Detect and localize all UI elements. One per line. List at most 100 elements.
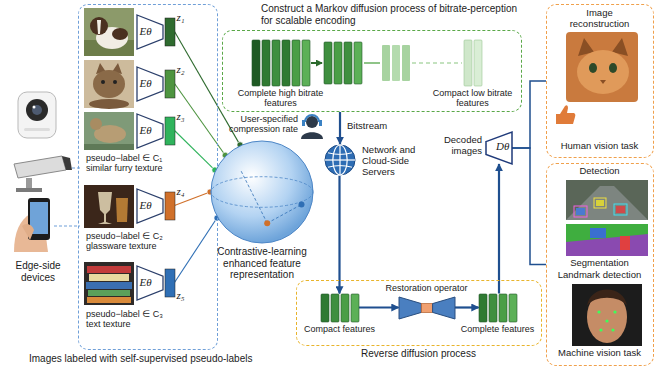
- feature-vector: z₁: [165, 18, 175, 46]
- cctv-icon: [14, 156, 66, 178]
- glass-photo: [98, 192, 112, 224]
- dog-photo: [90, 17, 108, 35]
- feature-bar: [262, 40, 270, 86]
- cloud-server-icon-shape: [324, 144, 356, 176]
- detection-image: [616, 206, 625, 213]
- feature-bar: [272, 40, 280, 86]
- landmark-image: [587, 290, 627, 307]
- decoder-outline: [486, 132, 512, 164]
- connector: [498, 164, 500, 294]
- feature-vector-shape: [165, 192, 175, 220]
- connector: [455, 306, 479, 308]
- landmark-image: [597, 310, 600, 313]
- connector: [512, 148, 546, 265]
- user-icon: [301, 115, 323, 139]
- encoder-block: Eθ: [137, 266, 163, 300]
- node-text: z₂: [177, 63, 185, 76]
- landmark-image: [599, 328, 602, 331]
- device-link: [54, 168, 80, 226]
- node-text: Restoration operator: [377, 283, 477, 293]
- sphere-equator: [211, 177, 313, 208]
- user-icon: [302, 120, 305, 126]
- feature-bar: [474, 40, 482, 86]
- dog-photo: [84, 8, 134, 56]
- intermediate-feature-stack: [324, 42, 332, 84]
- human-task-region: Image reconstructionHuman vision task: [546, 4, 654, 158]
- encoder-block: Eθ: [137, 67, 163, 101]
- restoration-operator-shape: [399, 297, 455, 319]
- feature-stack-shape: [252, 40, 310, 86]
- feature-bar: [509, 294, 517, 322]
- dog-photo: [84, 8, 134, 56]
- node-text: Complete features: [453, 324, 543, 334]
- connector: [175, 131, 215, 171]
- dog-photo: [112, 28, 128, 40]
- node-text: z₃: [177, 110, 185, 123]
- dog-photo: [97, 20, 101, 34]
- landmark-image: [613, 310, 616, 313]
- detection-image: [576, 208, 585, 215]
- device-link: [54, 226, 80, 227]
- feature-bar: [282, 40, 290, 86]
- reconstructed-image: [609, 63, 617, 73]
- feature-vector-bar: [165, 70, 175, 98]
- diffusion-step-arrow: [364, 62, 380, 64]
- feature-vector-shape: [165, 269, 175, 297]
- camera-icon: [18, 92, 56, 138]
- reconstructed-image: [566, 32, 638, 102]
- phone-icon: [14, 198, 50, 252]
- decoder-block: DθDecoded images: [486, 132, 512, 164]
- connector: [175, 218, 217, 283]
- feature-vector-bar: [165, 18, 175, 46]
- encoder-outline: [137, 266, 163, 300]
- segmentation-image: [620, 236, 630, 250]
- glass-photo: [84, 185, 134, 228]
- feature-stack: Complete high bitrate features: [252, 40, 310, 86]
- feature-vector-shape: [165, 70, 175, 98]
- similarity-link: [241, 171, 267, 223]
- encoder-block: Eθ: [137, 189, 163, 223]
- glass-photo: [116, 198, 128, 222]
- diffusion-step-arrow: [311, 62, 322, 64]
- detection-image: [566, 180, 648, 220]
- node-text: z₄: [177, 185, 185, 198]
- node-text: Reverse diffusion process: [297, 348, 540, 360]
- feature-vector-bar: [165, 269, 175, 297]
- reconstructed-image: [577, 50, 629, 94]
- connector: [512, 81, 546, 148]
- node-text: Eθ: [140, 276, 152, 289]
- operator-bottleneck: [421, 303, 432, 312]
- cloud-server-icon: Network and Cloud-Side Servers: [324, 144, 356, 176]
- faded-feature-stack: [382, 45, 410, 81]
- animal-photo: [90, 118, 102, 130]
- node-text: Eθ: [140, 124, 152, 137]
- annotation-label: pseudo−label ∈ C₃ text texture: [86, 309, 174, 330]
- detection-image: [614, 204, 627, 215]
- feature-vector: z₄: [165, 192, 175, 220]
- node-text: Landmark detection: [547, 270, 652, 281]
- operator-decoder-part: [432, 297, 454, 319]
- node-text: Network and Cloud-Side Servers: [362, 145, 436, 178]
- detection-image: [566, 180, 648, 220]
- connector: [359, 306, 399, 308]
- animal-photo: [84, 112, 134, 150]
- encoder-block: Eθ: [137, 114, 163, 148]
- animal-photo: [84, 144, 134, 150]
- feature-vector: z₂: [165, 70, 175, 98]
- cat-photo: [84, 60, 134, 108]
- feature-stack-shape: [321, 294, 359, 322]
- machine-task-region: DetectionSegmentationLandmark detectionM…: [546, 163, 654, 366]
- node-text: Contrastive-learning enhanced feature re…: [202, 246, 322, 281]
- feature-stack-shape: [464, 40, 482, 86]
- reconstructed-image: [566, 32, 638, 102]
- node-text: Complete high bitrate features: [235, 88, 327, 109]
- feature-bar: [252, 40, 260, 86]
- intermediate-feature-stack: [344, 42, 352, 84]
- encoder-outline: [137, 15, 163, 49]
- feature-bar: [351, 294, 359, 322]
- cctv-icon: [16, 188, 42, 192]
- node-text: Construct a Markov diffusion process of …: [261, 3, 523, 26]
- intermediate-feature-stack: [334, 42, 342, 84]
- globe-parallel: [328, 153, 352, 155]
